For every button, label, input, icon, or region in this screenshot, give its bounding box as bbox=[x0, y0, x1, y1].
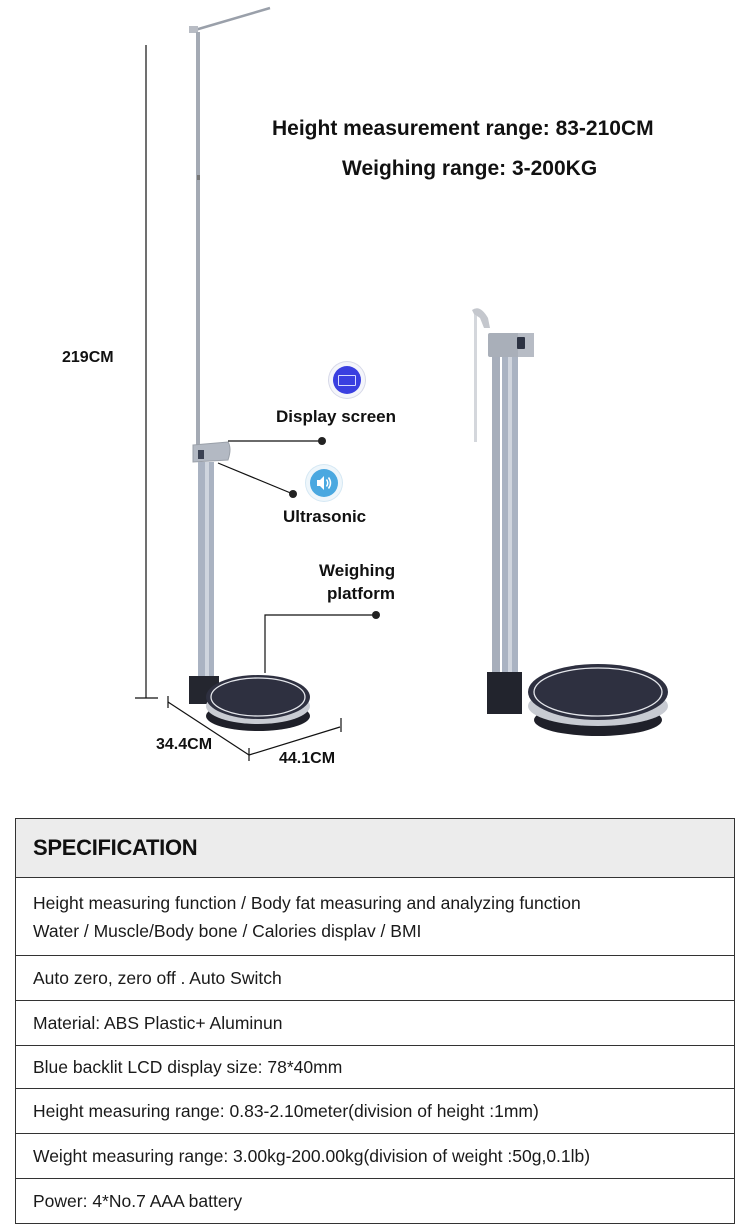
spec-row-text: Height measuring range: 0.83-2.10meter(d… bbox=[33, 1101, 539, 1121]
ultrasonic-callout-dot bbox=[289, 490, 297, 498]
depth-dimension: 34.4CM bbox=[156, 736, 213, 753]
width-dimension: 44.1CM bbox=[279, 750, 336, 767]
display-callout-dot bbox=[318, 437, 326, 445]
spec-row-auto-zero: Auto zero, zero off . Auto Switch bbox=[16, 956, 734, 1001]
spec-row-material: Material: ABS Plastic+ Aluminun bbox=[16, 1001, 734, 1046]
weighing-platform-label-line2: platform bbox=[327, 584, 395, 603]
spec-row-text: Water / Muscle/Body bone / Calories disp… bbox=[33, 920, 422, 941]
spec-row-text: Height measuring function / Body fat mea… bbox=[33, 892, 581, 913]
product-extended-illustration bbox=[135, 6, 376, 761]
product-retracted-illustration bbox=[472, 308, 668, 736]
spec-row-text: Weight measuring range: 3.00kg-200.00kg(… bbox=[33, 1146, 591, 1166]
spec-row-functions: Height measuring function / Body fat mea… bbox=[16, 878, 734, 956]
specification-title: SPECIFICATION bbox=[16, 819, 734, 878]
spec-row-height-range: Height measuring range: 0.83-2.10meter(d… bbox=[16, 1089, 734, 1134]
lcd-display-icon bbox=[329, 362, 365, 398]
display-screen-label: Display screen bbox=[276, 407, 397, 426]
ultrasonic-label: Ultrasonic bbox=[283, 507, 367, 526]
speaker-sound-icon bbox=[306, 465, 342, 501]
spec-row-text: Power: 4*No.7 AAA battery bbox=[33, 1191, 243, 1211]
platform-callout-dot bbox=[372, 611, 380, 619]
spec-row-weight-range: Weight measuring range: 3.00kg-200.00kg(… bbox=[16, 1134, 734, 1179]
spec-row-display-size: Blue backlit LCD display size: 78*40mm bbox=[16, 1046, 734, 1089]
spec-row-text: Blue backlit LCD display size: 78*40mm bbox=[33, 1057, 343, 1077]
specification-table: SPECIFICATION Height measuring function … bbox=[15, 818, 735, 1224]
total-height-dimension: 219CM bbox=[62, 349, 114, 366]
spec-row-power: Power: 4*No.7 AAA battery bbox=[16, 1179, 734, 1224]
weighing-platform-label-line1: Weighing bbox=[319, 561, 396, 580]
weighing-range-headline: Weighing range: 3-200KG bbox=[342, 157, 598, 180]
height-range-headline: Height measurement range: 83-210CM bbox=[272, 117, 654, 140]
spec-row-text: Auto zero, zero off . Auto Switch bbox=[33, 968, 282, 988]
spec-row-text: Material: ABS Plastic+ Aluminun bbox=[33, 1013, 283, 1033]
